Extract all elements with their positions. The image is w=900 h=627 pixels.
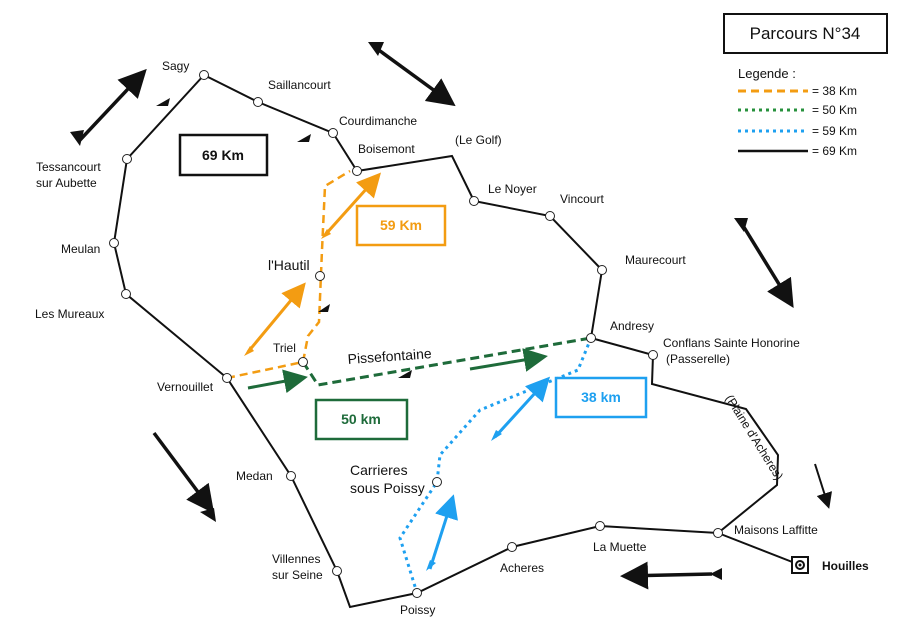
route-69-line bbox=[112, 74, 780, 609]
direction-arrow-icon bbox=[70, 130, 84, 146]
direction-arrow-icon bbox=[200, 508, 216, 522]
route-houilles-spur bbox=[717, 532, 801, 566]
direction-arrow-icon bbox=[374, 46, 456, 107]
direction-arrow-icon bbox=[620, 561, 713, 590]
box-38 bbox=[554, 376, 648, 419]
label-plaine-acheres: (Plaine d'Acheres) bbox=[722, 392, 786, 482]
box-50 bbox=[314, 398, 409, 441]
label-pissefontaine: Pissefontaine bbox=[347, 345, 432, 367]
label-acheres: Acheres bbox=[500, 561, 544, 575]
label-carrieres: Carrieres bbox=[350, 462, 408, 478]
direction-arrow-icon bbox=[321, 229, 331, 239]
label-passerelle: (Passerelle) bbox=[666, 352, 730, 366]
label-sous-poissy: sous Poissy bbox=[350, 480, 425, 496]
direction-arrow-icon bbox=[734, 218, 748, 232]
box-50-label: 50 km bbox=[341, 411, 381, 427]
box-69-label: 69 Km bbox=[202, 147, 244, 163]
label-conflans: Conflans Sainte Honorine bbox=[663, 336, 800, 350]
route-38-line bbox=[226, 169, 351, 380]
title-box bbox=[723, 13, 888, 54]
direction-arrow-icon bbox=[246, 282, 306, 353]
direction-arrow-icon bbox=[491, 430, 502, 441]
legend-label-50: = 50 Km bbox=[812, 103, 857, 117]
label-sur-seine: sur Seine bbox=[272, 568, 323, 582]
legend-label-38: = 38 Km bbox=[812, 84, 857, 98]
direction-arrow-icon bbox=[469, 348, 548, 372]
label-triel: Triel bbox=[273, 341, 296, 355]
label-medan: Medan bbox=[236, 469, 273, 483]
direction-arrow-icon bbox=[428, 494, 458, 570]
label-vincourt: Vincourt bbox=[560, 192, 604, 206]
route-59-line bbox=[398, 337, 593, 594]
label-tessancourt: Tessancourt bbox=[36, 160, 101, 174]
direction-arrow-icon bbox=[426, 560, 436, 571]
direction-arrow-icon bbox=[247, 369, 308, 394]
direction-arrow-icon bbox=[244, 346, 254, 356]
legend-heading: Legende : bbox=[738, 66, 796, 81]
direction-arrow-icon bbox=[368, 42, 384, 56]
label-courdimanche: Courdimanche bbox=[339, 114, 417, 128]
hill-marker-icon bbox=[398, 370, 412, 378]
label-meulan: Meulan bbox=[61, 242, 100, 256]
label-poissy: Poissy bbox=[400, 603, 435, 617]
hill-marker-icon bbox=[297, 134, 311, 142]
label-les-mureaux: Les Mureaux bbox=[35, 307, 104, 321]
hill-marker-icon bbox=[156, 98, 170, 106]
direction-arrow-icon bbox=[740, 223, 794, 308]
label-maurecourt: Maurecourt bbox=[625, 253, 686, 267]
label-villennes: Villennes bbox=[272, 552, 320, 566]
legend-label-59: = 59 Km bbox=[812, 124, 857, 138]
label-andresy: Andresy bbox=[610, 319, 654, 333]
direction-arrow-icon bbox=[78, 68, 147, 142]
route-nodes bbox=[109, 70, 723, 598]
label-vernouillet: Vernouillet bbox=[157, 380, 214, 394]
legend-label-69: = 69 Km bbox=[812, 144, 857, 158]
box-38-label: 38 km bbox=[581, 389, 621, 405]
label-saillancourt: Saillancourt bbox=[268, 78, 331, 92]
direction-arrow-icon bbox=[152, 431, 215, 514]
direction-arrow-icon bbox=[323, 172, 382, 237]
label-sagy: Sagy bbox=[162, 59, 189, 73]
label-boisemont: Boisemont bbox=[358, 142, 415, 156]
start-target-icon bbox=[795, 560, 805, 570]
hill-marker-icon bbox=[318, 304, 330, 312]
label-sur-aubette: sur Aubette bbox=[36, 176, 97, 190]
route-50-line bbox=[301, 336, 592, 387]
label-maisons-laffitte: Maisons Laffitte bbox=[734, 523, 818, 537]
label-la-muette: La Muette bbox=[593, 540, 647, 554]
direction-arrow-icon bbox=[814, 463, 832, 509]
box-59-label: 59 Km bbox=[380, 217, 422, 233]
label-houilles: Houilles bbox=[822, 559, 869, 573]
label-lhautil: l'Hautil bbox=[268, 257, 310, 273]
box-59 bbox=[355, 204, 447, 247]
direction-arrow-icon bbox=[493, 376, 551, 439]
label-le-golf: (Le Golf) bbox=[455, 133, 502, 147]
map-title: Parcours N°34 bbox=[750, 24, 861, 43]
label-le-noyer: Le Noyer bbox=[488, 182, 537, 196]
direction-arrow-icon bbox=[710, 568, 722, 580]
box-69 bbox=[178, 133, 269, 177]
